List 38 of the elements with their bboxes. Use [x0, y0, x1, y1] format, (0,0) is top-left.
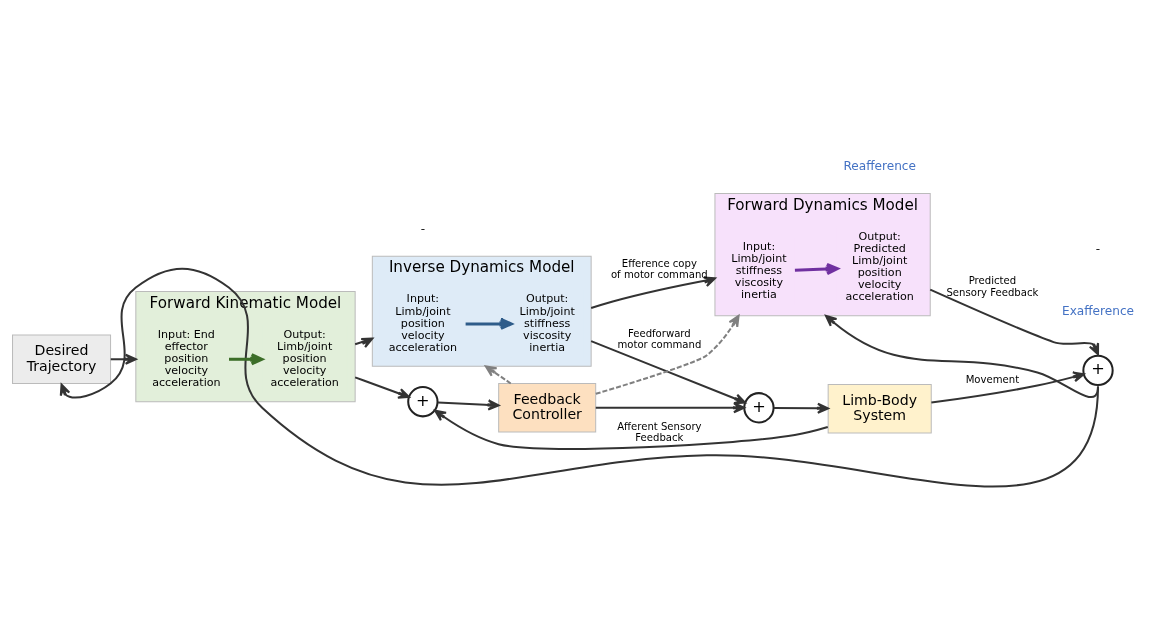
arrow	[590, 339, 747, 404]
arrow	[59, 267, 1099, 487]
edge-label: Efference copy of motor command	[610, 257, 708, 280]
node-text: Output: Limb/joint stiffness viscosity inertia	[519, 291, 575, 354]
arrow	[354, 375, 410, 399]
node-text: Output: Predicted Limb/joint position velocity acceleration	[845, 229, 914, 303]
node-text: Input: Limb/joint position velocity acceleration	[388, 291, 458, 354]
label: Reafference	[843, 158, 916, 173]
node-text: Output: Limb/joint position velocity acceleration	[270, 327, 339, 389]
arrow	[929, 288, 1100, 355]
arrow	[465, 317, 513, 330]
arrow	[229, 352, 264, 365]
node-circle: +	[1082, 354, 1114, 386]
arrow	[931, 370, 1085, 404]
arrow	[434, 409, 829, 450]
label: -	[420, 221, 426, 236]
edge-label: Feedforward motor command	[617, 327, 702, 350]
node-box: Desired Trajectory	[12, 334, 112, 384]
arrow	[774, 402, 830, 414]
arrow	[794, 262, 839, 275]
arrow	[824, 314, 1099, 398]
edge-label: Movement	[965, 373, 1020, 385]
arrow	[110, 353, 137, 365]
node-box: Limb-Body System	[827, 383, 932, 434]
label: -	[1095, 241, 1101, 256]
node-box: Feedback Controller	[498, 382, 597, 433]
arrow	[437, 398, 500, 410]
edge-label: Predicted Sensory Feedback	[946, 274, 1039, 298]
arrow	[484, 364, 512, 384]
arrow	[595, 314, 740, 395]
arrow	[590, 275, 716, 309]
node-text: Input: Limb/joint stiffness viscosity inertia	[731, 239, 787, 301]
node-circle: +	[743, 391, 775, 423]
arrow	[595, 401, 746, 413]
node-circle: +	[407, 385, 439, 417]
label: Exafference	[1062, 303, 1134, 318]
edge-label: Afferent Sensory Feedback	[617, 420, 702, 443]
node-text: Input: End effector position velocity acceleration	[152, 327, 221, 389]
